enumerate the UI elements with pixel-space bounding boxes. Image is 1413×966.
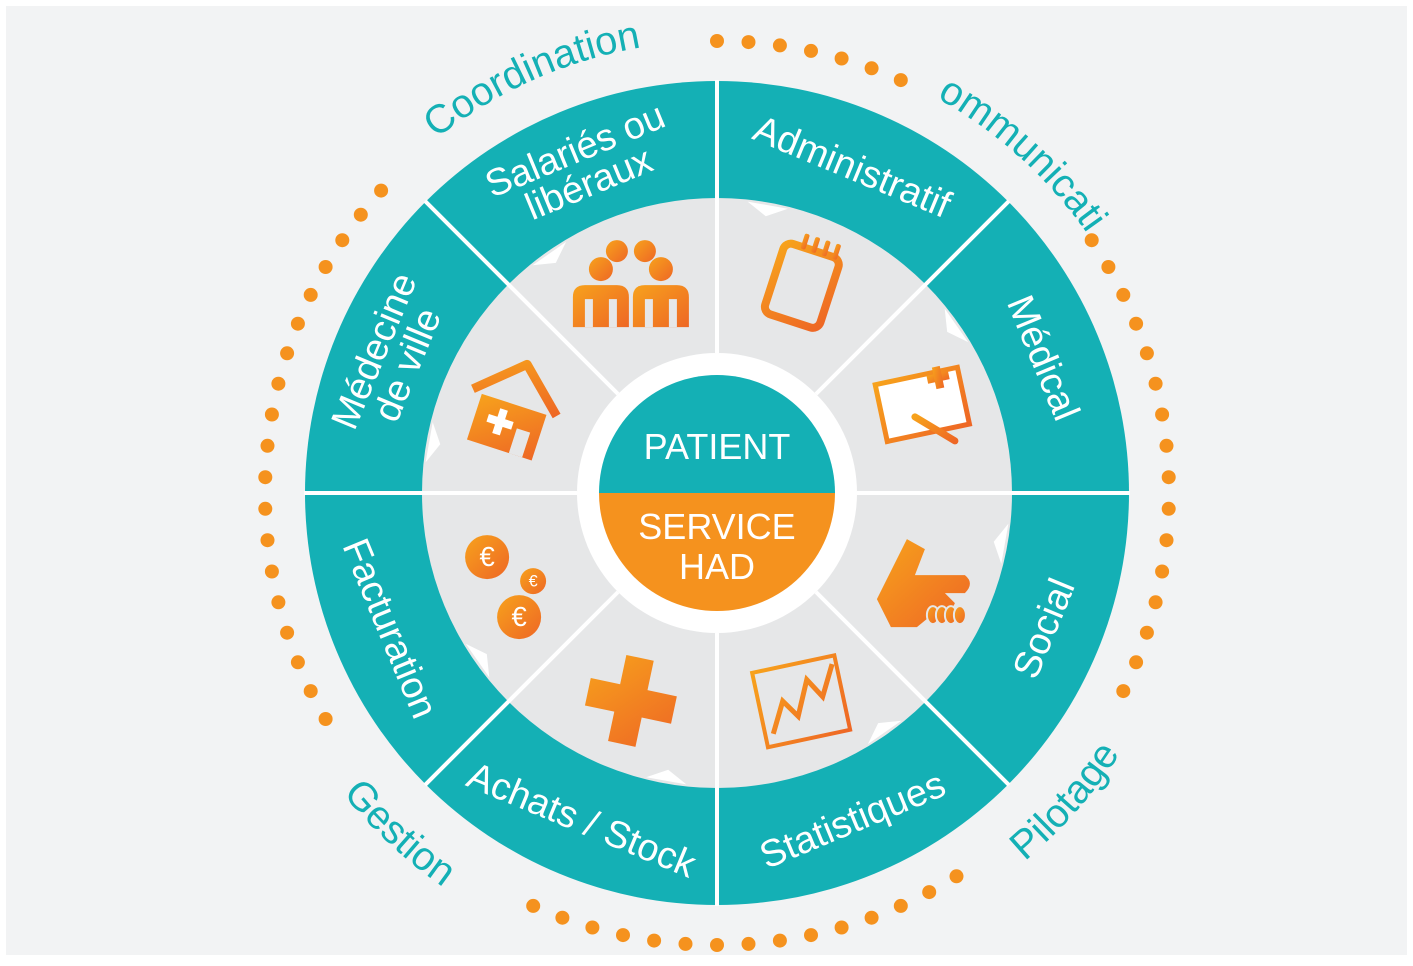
ring-dot [374,183,389,198]
ring-dot [353,207,368,222]
ring-dot [1116,684,1131,699]
ring-dot [647,933,662,948]
ring-dot [280,346,295,361]
center-top-half [599,375,835,493]
ring-dot [741,35,756,50]
segment-divider [814,590,1011,787]
ring-notch [465,643,490,678]
handshake-icon [876,539,970,628]
svg-text:€: € [511,601,526,632]
segment-divider [423,590,620,787]
ring-dot [290,655,305,670]
ring-dot [922,885,937,900]
ring-dot [585,920,600,935]
medical-record-icon [872,364,973,445]
ring-notch [646,769,687,785]
center-bottom-half [599,493,835,611]
ring-dot [1139,625,1154,640]
ring-dot [1084,233,1099,248]
ring-dot [280,625,295,640]
ring-dot [303,684,318,699]
ring-dot [804,43,818,58]
cross-icon [584,654,677,747]
ring-dot [271,376,286,391]
ring-notch [425,422,441,463]
chart-icon [749,653,853,750]
ring-dot [710,34,724,48]
ring-dot [949,869,964,884]
ring-dot [864,910,879,925]
ring-dot [318,260,333,274]
ring-dot [264,564,279,579]
segment-divider [814,199,1011,396]
ring-dot [335,233,350,248]
ring-dot [264,407,279,422]
ring-dot [1116,287,1131,302]
ring-dot [1155,407,1170,422]
ring-dot [318,712,333,726]
ring-dot [741,936,756,951]
ring-dot [616,928,630,943]
ring-dot [1159,533,1174,548]
ring-dot [260,533,275,548]
ring-dot [1161,501,1176,516]
professionals-icon [572,240,689,328]
ring-dot [1161,470,1176,485]
ring-dot [258,470,273,485]
center-top-label: PATIENT [644,426,791,467]
ring-dot [290,316,305,331]
ring-dot [834,51,849,66]
ring-dot [1155,564,1170,579]
ring-dot [710,938,724,952]
ring-dot [893,898,908,913]
ring-dot [260,438,275,453]
ring-dot [864,61,879,76]
ring-notch [944,308,969,343]
ring-dot [1159,438,1174,453]
ring-dot [1148,595,1163,610]
euro-coins-icon: €€€ [465,535,547,640]
ring-dot [1139,346,1154,361]
center-bottom-label: HAD [679,546,755,587]
segment-divider [423,199,620,396]
svg-text:€: € [529,572,538,590]
segment-dividers [304,80,1130,906]
ring-notch [993,523,1009,564]
notepad-icon [760,233,843,332]
ring-notch [532,241,567,266]
ring-dot [804,928,818,943]
house-cross-icon [466,359,561,461]
ring-notch [747,201,788,217]
ring-dot [834,920,849,935]
ring-notch [867,720,902,745]
center-bottom-label: SERVICE [638,506,795,547]
ring-dot [1129,655,1144,670]
outer-dotted-ring [258,34,1176,952]
segment-icons: €€€ [465,233,973,750]
ring-dot [1148,376,1163,391]
ring-dot [1129,316,1144,331]
ring-dot [526,898,541,913]
ring-dot [772,933,787,948]
ring-dot [678,936,693,951]
ring-dot [303,287,318,302]
ring-dot [271,595,286,610]
ring-dot [555,910,570,925]
ring-dot [1101,260,1116,274]
ring-dot [893,73,908,88]
ring-dot [772,38,787,53]
svg-text:€: € [479,541,494,572]
ring-dot [258,501,273,516]
